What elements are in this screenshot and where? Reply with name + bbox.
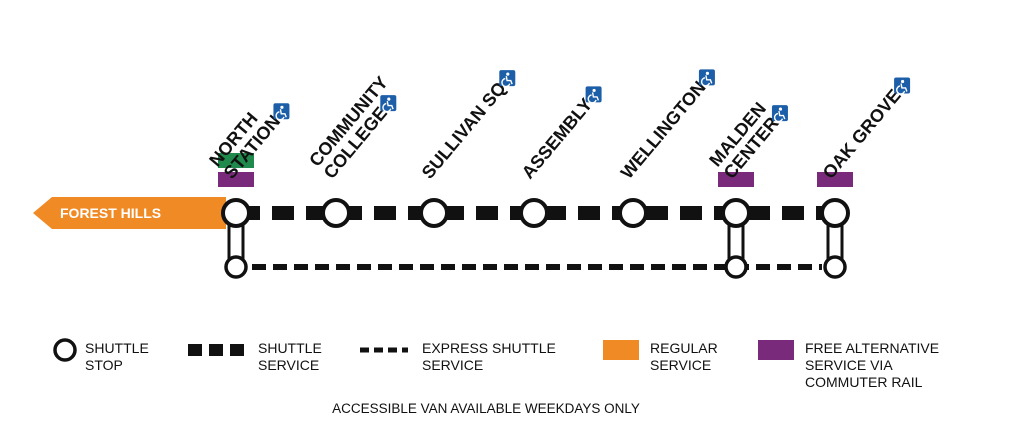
shuttle-stop-circle bbox=[221, 198, 251, 228]
shuttle-stop-circle bbox=[820, 198, 850, 228]
wheelchair-icon bbox=[499, 70, 516, 88]
station-label: WELLINGTON bbox=[617, 77, 710, 182]
legend-express-shuttle: EXPRESS SHUTTLE SERVICE bbox=[360, 340, 560, 373]
shuttle-stop-circle bbox=[519, 198, 549, 228]
legend-shuttle-service: SHUTTLE SERVICE bbox=[188, 340, 326, 373]
green-line-marker bbox=[218, 153, 254, 168]
alternative-service-marker bbox=[718, 172, 754, 187]
station-label-line: OAK GROVE bbox=[819, 85, 905, 182]
accessible-icon-figure bbox=[773, 110, 786, 123]
regular-service-arrow[interactable]: FOREST HILLS bbox=[33, 197, 226, 229]
station-sullivan-sq[interactable]: SULLIVAN SQ bbox=[418, 62, 524, 228]
accessible-icon-head bbox=[778, 107, 783, 111]
station-label: ASSEMBLY bbox=[518, 94, 597, 182]
wheelchair-icon bbox=[273, 103, 290, 121]
shuttle-stop-circle bbox=[618, 198, 648, 228]
alternative-service-marker bbox=[817, 172, 853, 187]
legend-regular-service-label: REGULAR SERVICE bbox=[650, 340, 722, 373]
accessible-icon-figure bbox=[587, 92, 600, 104]
station-malden-center[interactable]: MALDENCENTER bbox=[705, 97, 796, 279]
station-oak-grove[interactable]: OAK GROVE bbox=[817, 70, 918, 279]
accessible-icon-head bbox=[900, 79, 905, 84]
accessible-icon-frame bbox=[698, 69, 715, 87]
accessible-icon-frame bbox=[273, 103, 290, 121]
accessible-icon-head bbox=[592, 88, 596, 93]
station-label: NORTHSTATION bbox=[205, 99, 284, 183]
shuttle-stop-circle bbox=[321, 198, 351, 228]
station-label: COMMUNITYCOLLEGE bbox=[305, 72, 406, 182]
alternative-service-marker bbox=[218, 172, 254, 187]
station-label-line: ASSEMBLY bbox=[518, 94, 597, 182]
wheelchair-icon bbox=[894, 77, 911, 95]
station-label-line: WELLINGTON bbox=[617, 77, 710, 182]
shuttle-stop-circle bbox=[419, 198, 449, 228]
wheelchair-icon bbox=[380, 95, 397, 113]
shuttle-stop-circle bbox=[721, 198, 751, 228]
station-assembly[interactable]: ASSEMBLY bbox=[518, 79, 610, 228]
wheelchair-icon bbox=[698, 69, 715, 87]
accessible-icon-frame bbox=[585, 86, 602, 104]
forest-hills-label: FOREST HILLS bbox=[60, 205, 161, 221]
legend-alternative-service: FREE ALTERNATIVE SERVICE VIA COMMUTER RA… bbox=[758, 340, 943, 390]
station-label: OAK GROVE bbox=[819, 85, 905, 182]
accessible-icon-figure bbox=[700, 75, 713, 87]
legend-shuttle-service-label: SHUTTLE SERVICE bbox=[258, 340, 326, 373]
accessible-icon-head bbox=[280, 105, 284, 109]
station-north-station[interactable]: NORTHSTATION bbox=[205, 95, 297, 279]
legend-alternative-service-label: FREE ALTERNATIVE SERVICE VIA COMMUTER RA… bbox=[805, 340, 943, 390]
station-community-college[interactable]: COMMUNITYCOLLEGE bbox=[305, 72, 406, 228]
express-stop-circle bbox=[823, 255, 847, 279]
accessible-icon-figure bbox=[896, 83, 908, 95]
wheelchair-icon bbox=[585, 86, 602, 104]
accessible-icon-head bbox=[705, 71, 710, 75]
accessible-icon-head bbox=[506, 72, 510, 76]
legend-express-shuttle-label: EXPRESS SHUTTLE SERVICE bbox=[422, 340, 560, 373]
accessible-icon-figure bbox=[275, 109, 287, 121]
forest-hills-arrow-shape bbox=[33, 197, 226, 229]
legend-shuttle-stop-label: SHUTTLE STOP bbox=[85, 340, 153, 373]
legend-regular-swatch-icon bbox=[603, 340, 639, 360]
accessible-icon-frame bbox=[771, 105, 788, 123]
legend-shuttle-stop: SHUTTLE STOP bbox=[53, 338, 153, 373]
express-stop-circle bbox=[224, 255, 248, 279]
express-stop-circle bbox=[724, 255, 748, 279]
accessible-icon-head bbox=[387, 97, 391, 101]
station-wellington[interactable]: WELLINGTON bbox=[617, 61, 723, 228]
wheelchair-icon bbox=[771, 105, 788, 123]
station-label: SULLIVAN SQ bbox=[418, 78, 510, 183]
accessible-van-note: ACCESSIBLE VAN AVAILABLE WEEKDAYS ONLY bbox=[332, 401, 640, 416]
legend-regular-service: REGULAR SERVICE bbox=[603, 340, 722, 373]
station-label-line: SULLIVAN SQ bbox=[418, 78, 510, 183]
legend-stop-circle-icon bbox=[53, 338, 77, 362]
legend: SHUTTLE STOP SHUTTLE SERVICE EXPRESS SHU… bbox=[53, 338, 943, 390]
accessible-icon-frame bbox=[499, 70, 516, 88]
accessible-icon-figure bbox=[382, 100, 394, 113]
accessible-icon-figure bbox=[501, 75, 513, 88]
accessible-icon-frame bbox=[380, 95, 397, 113]
accessible-icon-frame bbox=[894, 77, 911, 95]
legend-alternative-swatch-icon bbox=[758, 340, 794, 360]
